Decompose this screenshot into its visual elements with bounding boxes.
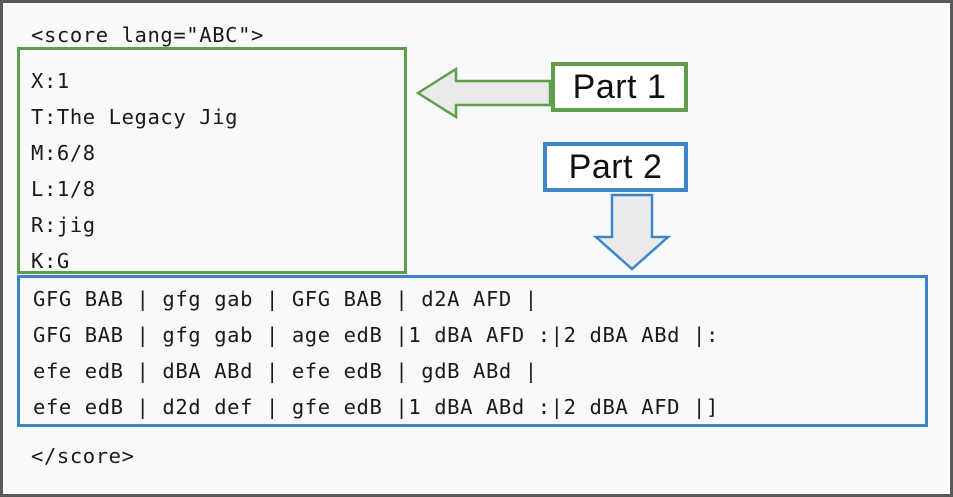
header-line-title: T:The Legacy Jig — [31, 105, 239, 129]
body-line-3: efe edB | dBA ABd | efe edB | gdB ABd | — [33, 359, 538, 383]
header-line-key: K:G — [31, 249, 70, 273]
left-arrow-icon — [416, 65, 552, 121]
body-line-1: GFG BAB | gfg gab | GFG BAB | d2A AFD | — [33, 287, 538, 311]
header-line-x: X:1 — [31, 69, 70, 93]
part2-callout-label: Part 2 — [543, 142, 688, 192]
header-line-meter: M:6/8 — [31, 141, 96, 165]
body-line-2: GFG BAB | gfg gab | age edB |1 dBA AFD :… — [33, 323, 719, 347]
score-open-tag: <score lang="ABC"> — [31, 23, 264, 47]
part1-callout-label: Part 1 — [551, 62, 688, 112]
header-line-unitlength: L:1/8 — [31, 177, 96, 201]
score-close-tag: </score> — [31, 444, 135, 468]
body-line-4: efe edB | d2d def | gfe edB |1 dBA ABd :… — [33, 395, 719, 419]
header-line-rhythm: R:jig — [31, 213, 96, 237]
down-arrow-icon — [589, 193, 675, 271]
